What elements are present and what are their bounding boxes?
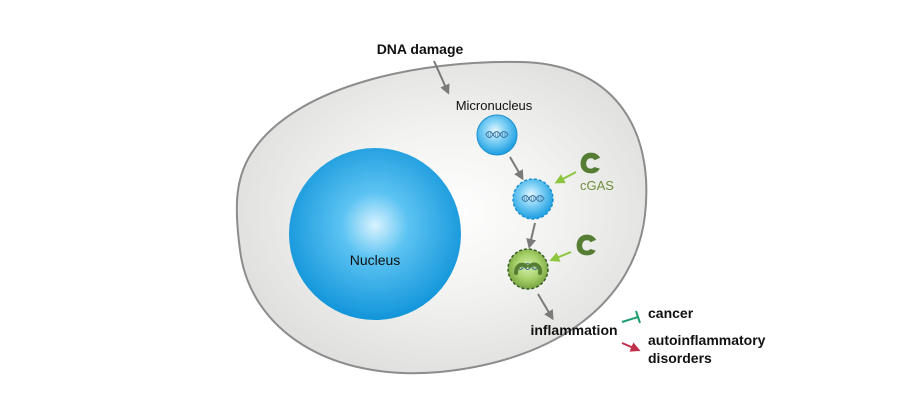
promotion-arrow xyxy=(621,342,641,352)
micronucleus-ruptured xyxy=(512,178,554,220)
cgas-activation-arrow-2 xyxy=(549,251,572,262)
nucleus xyxy=(289,148,461,320)
dna-damage-label: DNA damage xyxy=(377,41,464,57)
autoinflammatory-label-line1: autoinflammatory xyxy=(648,332,766,348)
micronucleus-intact xyxy=(476,114,518,156)
cgas-protein-bound-icon xyxy=(514,262,543,275)
micronucleus-cgas-bound xyxy=(507,248,549,290)
inflammation-label: inflammation xyxy=(530,322,617,338)
inhibition-symbol xyxy=(621,310,641,324)
arrow-mn2-to-mn3 xyxy=(526,222,537,249)
cancer-label: cancer xyxy=(648,305,694,321)
cgas-label: cGAS xyxy=(580,178,614,193)
cgas-activation-arrow-1 xyxy=(554,171,577,184)
arrow-to-inflammation xyxy=(537,293,554,321)
nucleus-label: Nucleus xyxy=(350,252,401,268)
arrow-mn1-to-mn2 xyxy=(509,156,524,181)
micronucleus-label: Micronucleus xyxy=(456,98,533,113)
autoinflammatory-label-line2: disorders xyxy=(648,350,712,366)
dna-damage-arrow xyxy=(433,60,450,95)
